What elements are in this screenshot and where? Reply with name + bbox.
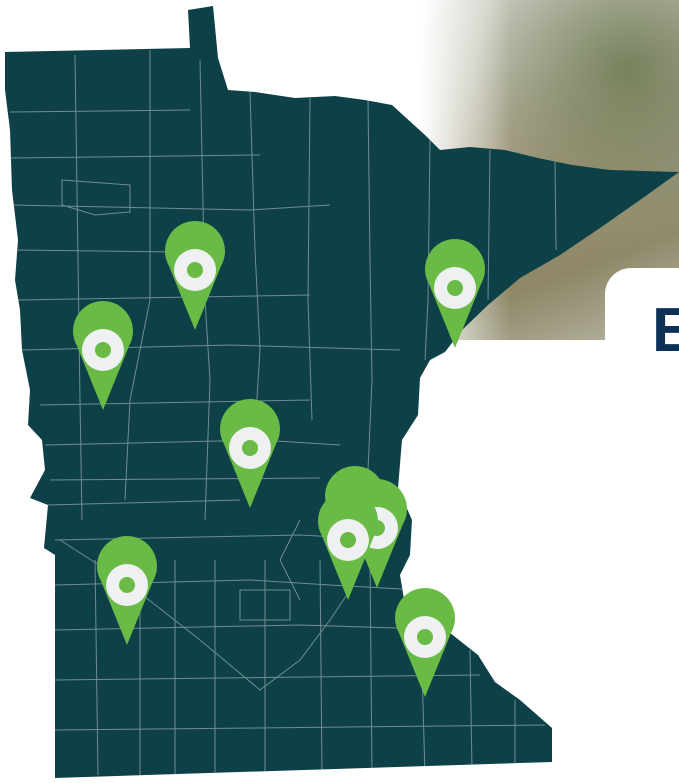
pin-center-dot xyxy=(417,629,433,645)
pin-southeast[interactable] xyxy=(395,588,455,697)
pin-center-dot xyxy=(187,262,203,278)
state-outline xyxy=(5,6,679,778)
heading-text: E xyxy=(652,296,679,365)
pin-center-dot xyxy=(340,532,356,548)
pin-central[interactable] xyxy=(220,399,280,508)
heading-clip: E xyxy=(652,296,679,376)
pin-west-central[interactable] xyxy=(73,301,133,410)
pin-metro-3[interactable] xyxy=(318,491,378,600)
pin-center-dot xyxy=(95,342,111,358)
pin-center-dot xyxy=(242,440,258,456)
heading-card xyxy=(605,268,679,408)
pin-northwest-central[interactable] xyxy=(165,221,225,330)
pin-center-dot xyxy=(447,280,463,296)
pin-center-dot xyxy=(119,577,135,593)
county-boundaries xyxy=(7,50,557,776)
pin-southwest[interactable] xyxy=(97,536,157,645)
pin-northeast[interactable] xyxy=(425,239,485,348)
